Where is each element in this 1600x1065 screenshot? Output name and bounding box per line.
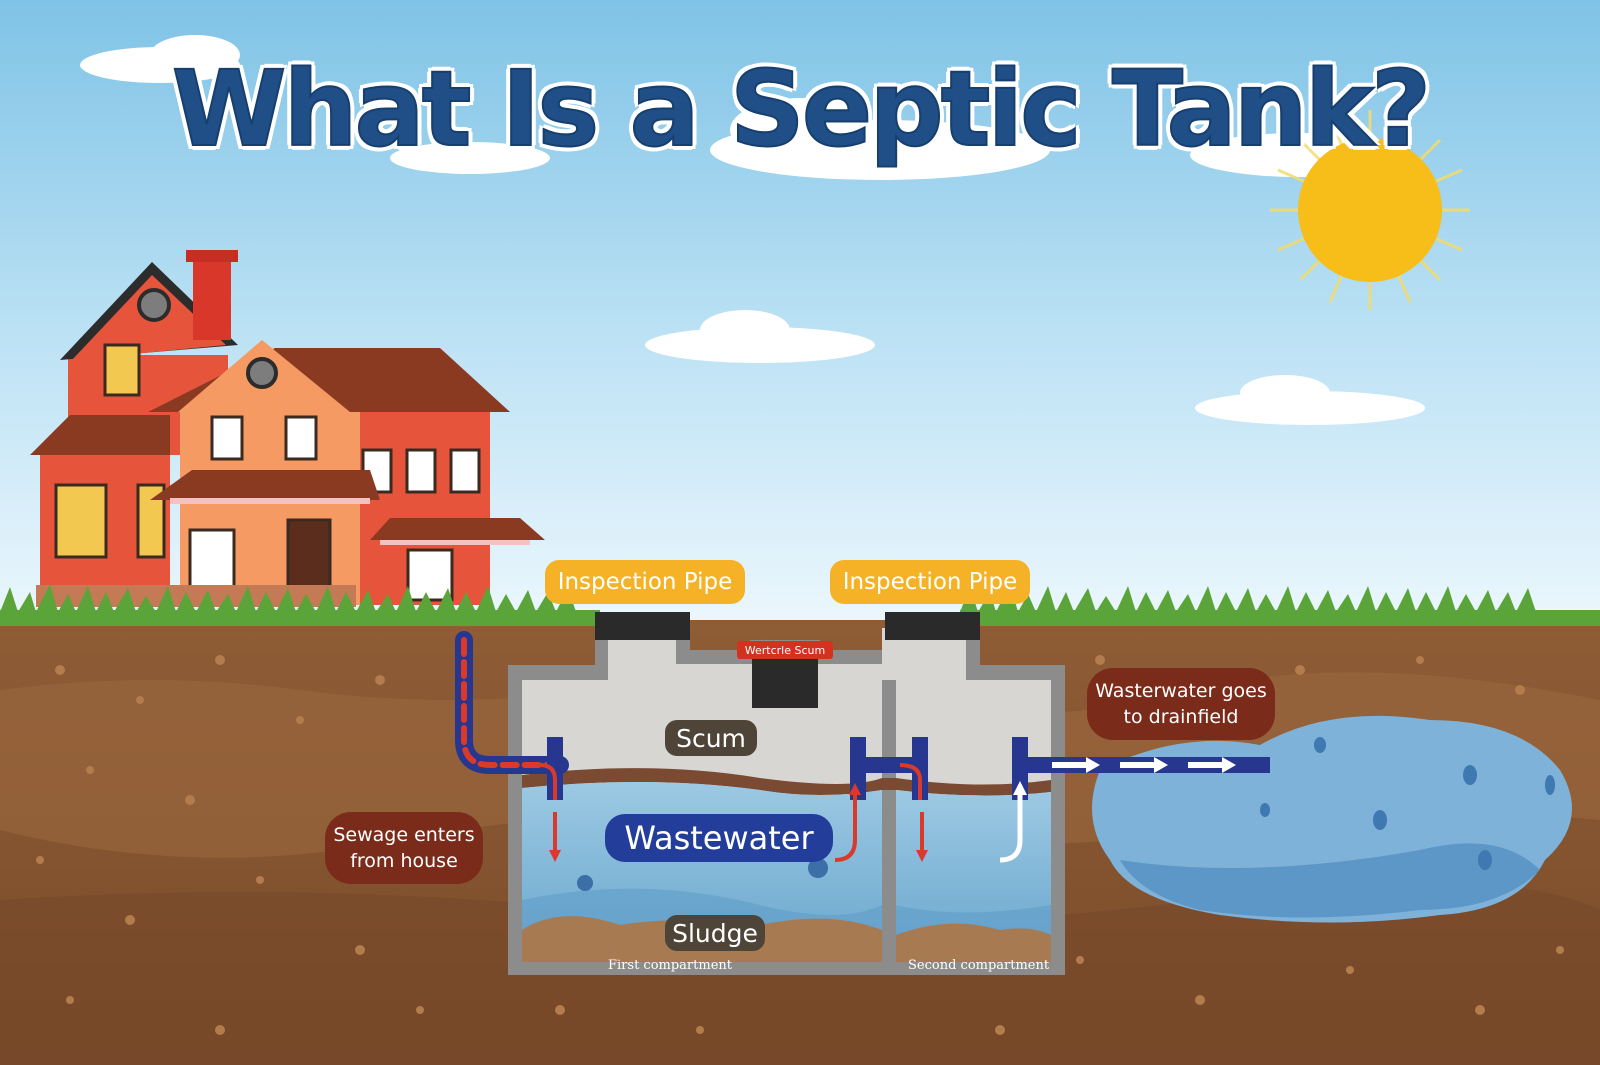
wertcrle-scum-label: Wertcrle Scum [737,641,833,659]
grass [0,584,1600,626]
inspection-lid-1 [595,612,690,640]
inspection-pipe-label-1: Inspection Pipe [545,560,745,604]
inlet-pipe [455,631,569,774]
sewage-enters-callout: Sewage enters from house [325,812,483,884]
sun-icon [1270,110,1470,310]
wastewater-label: Wastewater [605,814,833,862]
sludge-label: Sludge [665,915,765,951]
tank-divider [882,680,896,962]
drainfield-callout: Wasterwater goes to drainfield [1087,668,1275,740]
scum-label: Scum [665,720,757,756]
second-compartment-label: Second compartment [908,958,1050,973]
house-icon [30,250,545,607]
first-compartment-label: First compartment [608,958,732,973]
inspection-pipe-label-2: Inspection Pipe [830,560,1030,604]
inspection-lid-2 [885,612,980,640]
flow-arrows [549,757,1236,863]
page-title: What Is a Septic Tank? [171,47,1432,171]
access-lid [752,652,818,708]
soil-pebbles [36,655,1564,1035]
